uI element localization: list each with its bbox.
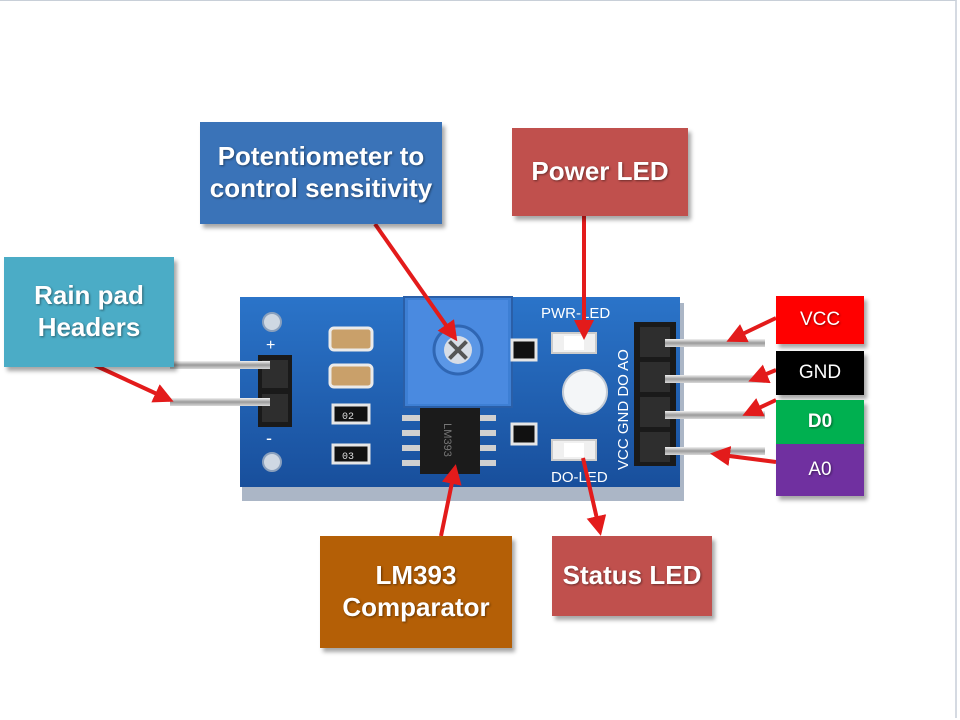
resistor [331,403,371,425]
resistor [510,338,538,362]
header-pin [170,361,270,369]
header-pin [665,339,765,347]
header-pin [665,411,765,419]
silk-plus: + [266,337,275,354]
resistor-label: 03 [342,452,354,463]
capacitor [328,326,374,352]
capacitor [328,363,374,389]
arrow-vcc [726,316,777,343]
arrow-rain-pad [91,362,174,403]
comparator-callout: LM393 Comparator [320,536,512,648]
silk-minus: - [266,428,272,448]
resistor-label: 02 [342,412,354,423]
arrow-gnd [748,364,777,384]
mounting-hole [262,452,282,472]
mounting-hole [562,369,608,415]
d0-pin-label: D0 [776,400,864,444]
a0-pin-label: A0 [776,444,864,496]
lm393-chip: LM393 [402,408,496,474]
rain-pad-callout: Rain pad Headers [4,257,174,367]
arrow-potentiometer [373,222,458,342]
silk-do-led: DO-LED [551,469,608,486]
power-led-callout: Power LED [512,128,688,216]
chip-label: LM393 [441,423,453,457]
silk-pwr-led: PWR-LED [541,305,610,322]
arrow-a0 [710,446,777,466]
potentiometer-callout: Potentiometer to control sensitivity [200,122,442,224]
resistor [331,443,371,465]
silk-pin-row: VCC GND DO AO [615,349,632,470]
mounting-hole [262,312,282,332]
status-led-callout: Status LED [552,536,712,616]
vcc-pin-label: VCC [776,296,864,344]
arrow-comparator [439,464,462,537]
resistor [510,422,538,446]
gnd-pin-label: GND [776,351,864,395]
header-pin [665,375,765,383]
arrow-status-led [581,457,607,536]
header-pin [170,398,270,406]
arrow-d0 [742,398,777,417]
